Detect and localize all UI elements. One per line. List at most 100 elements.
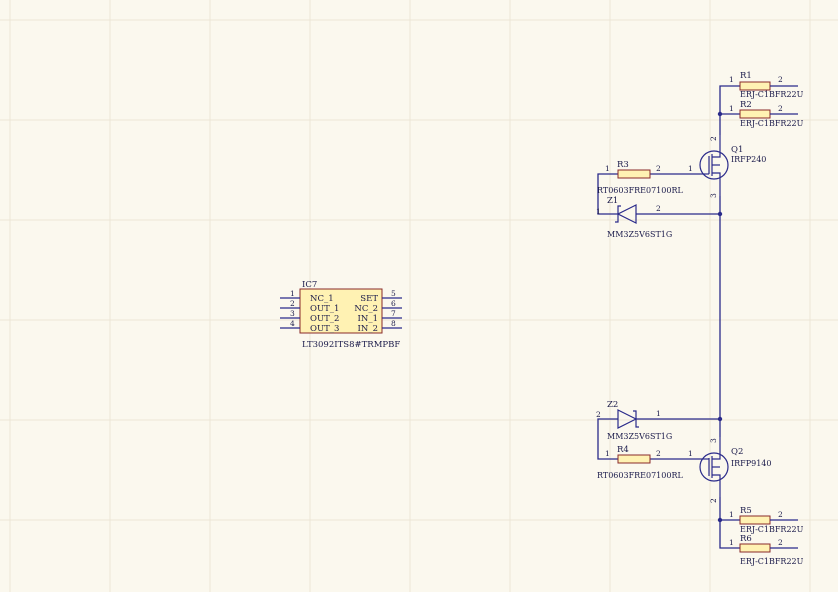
ic7-pin-1-number: 1: [290, 289, 295, 298]
r2-body[interactable]: [739, 109, 771, 119]
resistor-r1[interactable]: R1 ERJ-C1BFR22U 1 2: [729, 71, 804, 99]
junction-dot: [717, 517, 723, 523]
ic7-pin-5-number: 5: [391, 289, 396, 298]
ic7-pin-1-name: NC_1: [310, 294, 334, 304]
q2-source: [712, 437, 721, 460]
junction-dot: [717, 416, 723, 422]
junctions: [717, 111, 723, 523]
q1-drain: [712, 135, 721, 158]
r5-pin-1: 1: [729, 510, 734, 519]
z1-designator: Z1: [607, 196, 618, 206]
ic7[interactable]: IC7 LT3092ITS8#TRMPBF 1 2 3 4 NC_1 OUT_1…: [280, 280, 402, 350]
ic7-pin-3-name: OUT_2: [310, 314, 339, 324]
q2-value: IRFP9140: [731, 459, 771, 468]
q1-circle[interactable]: [699, 150, 729, 180]
z1-value: MM3Z5V6ST1G: [607, 230, 672, 239]
ic7-pin-6-number: 6: [391, 299, 396, 308]
z1-pin-1: 1: [596, 207, 601, 216]
q1-designator: Q1: [731, 145, 743, 155]
z2-value: MM3Z5V6ST1G: [607, 432, 672, 441]
q1-source: [712, 172, 721, 196]
ic7-pin-6-name: NC_2: [354, 304, 378, 314]
junction-dot: [717, 211, 723, 217]
r6-value: ERJ-C1BFR22U: [740, 557, 804, 566]
q2-circle[interactable]: [699, 452, 729, 482]
ic7-pin-7-name: IN_1: [358, 314, 378, 324]
resistor-r2[interactable]: R2 ERJ-C1BFR22U 1 2: [729, 100, 804, 128]
ic7-pin-4-number: 4: [290, 319, 295, 328]
wire-r6-left[interactable]: [719, 497, 740, 549]
q2-pin-gate: 1: [688, 449, 693, 458]
zener-z1[interactable]: Z1 MM3Z5V6ST1G 1 2: [596, 196, 672, 239]
wire-r1-left[interactable]: [719, 85, 740, 135]
r6-pin-2: 2: [778, 538, 783, 547]
r5-pin-2: 2: [778, 510, 783, 519]
resistor-r6[interactable]: R6 ERJ-C1BFR22U 1 2: [729, 534, 804, 566]
q2-pin-drain: 2: [709, 498, 718, 503]
r2-pin-2: 2: [778, 104, 783, 113]
wire-r4-z2-loop[interactable]: [597, 418, 618, 460]
q1-value: IRFP240: [731, 155, 766, 164]
ic7-body[interactable]: [299, 288, 383, 334]
r6-pin-1: 1: [729, 538, 734, 547]
ic7-pin-2-number: 2: [290, 299, 295, 308]
r5-value: ERJ-C1BFR22U: [740, 525, 804, 534]
r6-body[interactable]: [739, 543, 771, 553]
wires: [597, 85, 740, 549]
wire-r3-z1-loop[interactable]: [597, 173, 618, 215]
r4-body[interactable]: [617, 454, 651, 464]
r4-pin-2: 2: [656, 449, 661, 458]
r4-designator: R4: [617, 445, 629, 455]
r4-value: RT0603FRE07100RL: [597, 471, 683, 480]
q2-pin-source: 3: [709, 438, 718, 443]
z2-cathode-bar: [633, 410, 639, 428]
resistor-r5[interactable]: R5 ERJ-C1BFR22U 1 2: [729, 506, 804, 534]
z2-pin-1: 1: [656, 409, 661, 418]
r3-body[interactable]: [617, 169, 651, 179]
z1-cathode-bar: [615, 205, 621, 223]
resistor-r4[interactable]: R4 RT0603FRE07100RL 1 2: [597, 445, 683, 480]
r4-pin-1: 1: [605, 449, 610, 458]
mosfet-q2[interactable]: Q2 IRFP9140 1 3 2: [688, 437, 771, 503]
r6-designator: R6: [740, 534, 752, 544]
r5-designator: R5: [740, 506, 752, 516]
z2-designator: Z2: [607, 400, 618, 410]
q1-pin-source: 3: [709, 193, 718, 198]
r3-pin-1: 1: [605, 164, 610, 173]
q2-drain: [712, 474, 721, 497]
r1-body[interactable]: [739, 81, 771, 91]
ic7-pin-8-number: 8: [391, 319, 396, 328]
r3-value: RT0603FRE07100RL: [597, 186, 683, 195]
r5-body[interactable]: [739, 515, 771, 525]
r1-pin-2: 2: [778, 75, 783, 84]
r1-designator: R1: [740, 71, 752, 81]
q2-designator: Q2: [731, 447, 743, 457]
z2-pin-2: 2: [596, 410, 601, 419]
mosfet-q1[interactable]: Q1 IRFP240 1 2 3: [688, 135, 766, 198]
ic7-value: LT3092ITS8#TRMPBF: [302, 340, 400, 350]
ic7-pin-8-name: IN_2: [358, 324, 378, 334]
zener-z2[interactable]: Z2 MM3Z5V6ST1G 2 1: [596, 400, 672, 441]
ic7-pin-4-name: OUT_3: [310, 324, 339, 334]
r2-designator: R2: [740, 100, 752, 110]
ic7-designator: IC7: [302, 280, 317, 290]
q1-pin-drain: 2: [709, 136, 718, 141]
r1-value: ERJ-C1BFR22U: [740, 90, 804, 99]
junction-dot: [717, 111, 723, 117]
r1-pin-1: 1: [729, 75, 734, 84]
r3-designator: R3: [617, 160, 629, 170]
r3-pin-2: 2: [656, 164, 661, 173]
q1-pin-gate: 1: [688, 164, 693, 173]
ic7-pin-3-number: 3: [290, 309, 295, 318]
r2-value: ERJ-C1BFR22U: [740, 119, 804, 128]
ic7-pin-5-name: SET: [360, 294, 378, 304]
z2-triangle[interactable]: [617, 409, 638, 429]
z1-triangle[interactable]: [616, 204, 637, 224]
r2-pin-1: 1: [729, 104, 734, 113]
z1-pin-2: 2: [656, 204, 661, 213]
resistor-r3[interactable]: R3 RT0603FRE07100RL 1 2: [597, 160, 683, 195]
ic7-pin-7-number: 7: [391, 309, 396, 318]
ic7-pin-2-name: OUT_1: [310, 304, 339, 314]
